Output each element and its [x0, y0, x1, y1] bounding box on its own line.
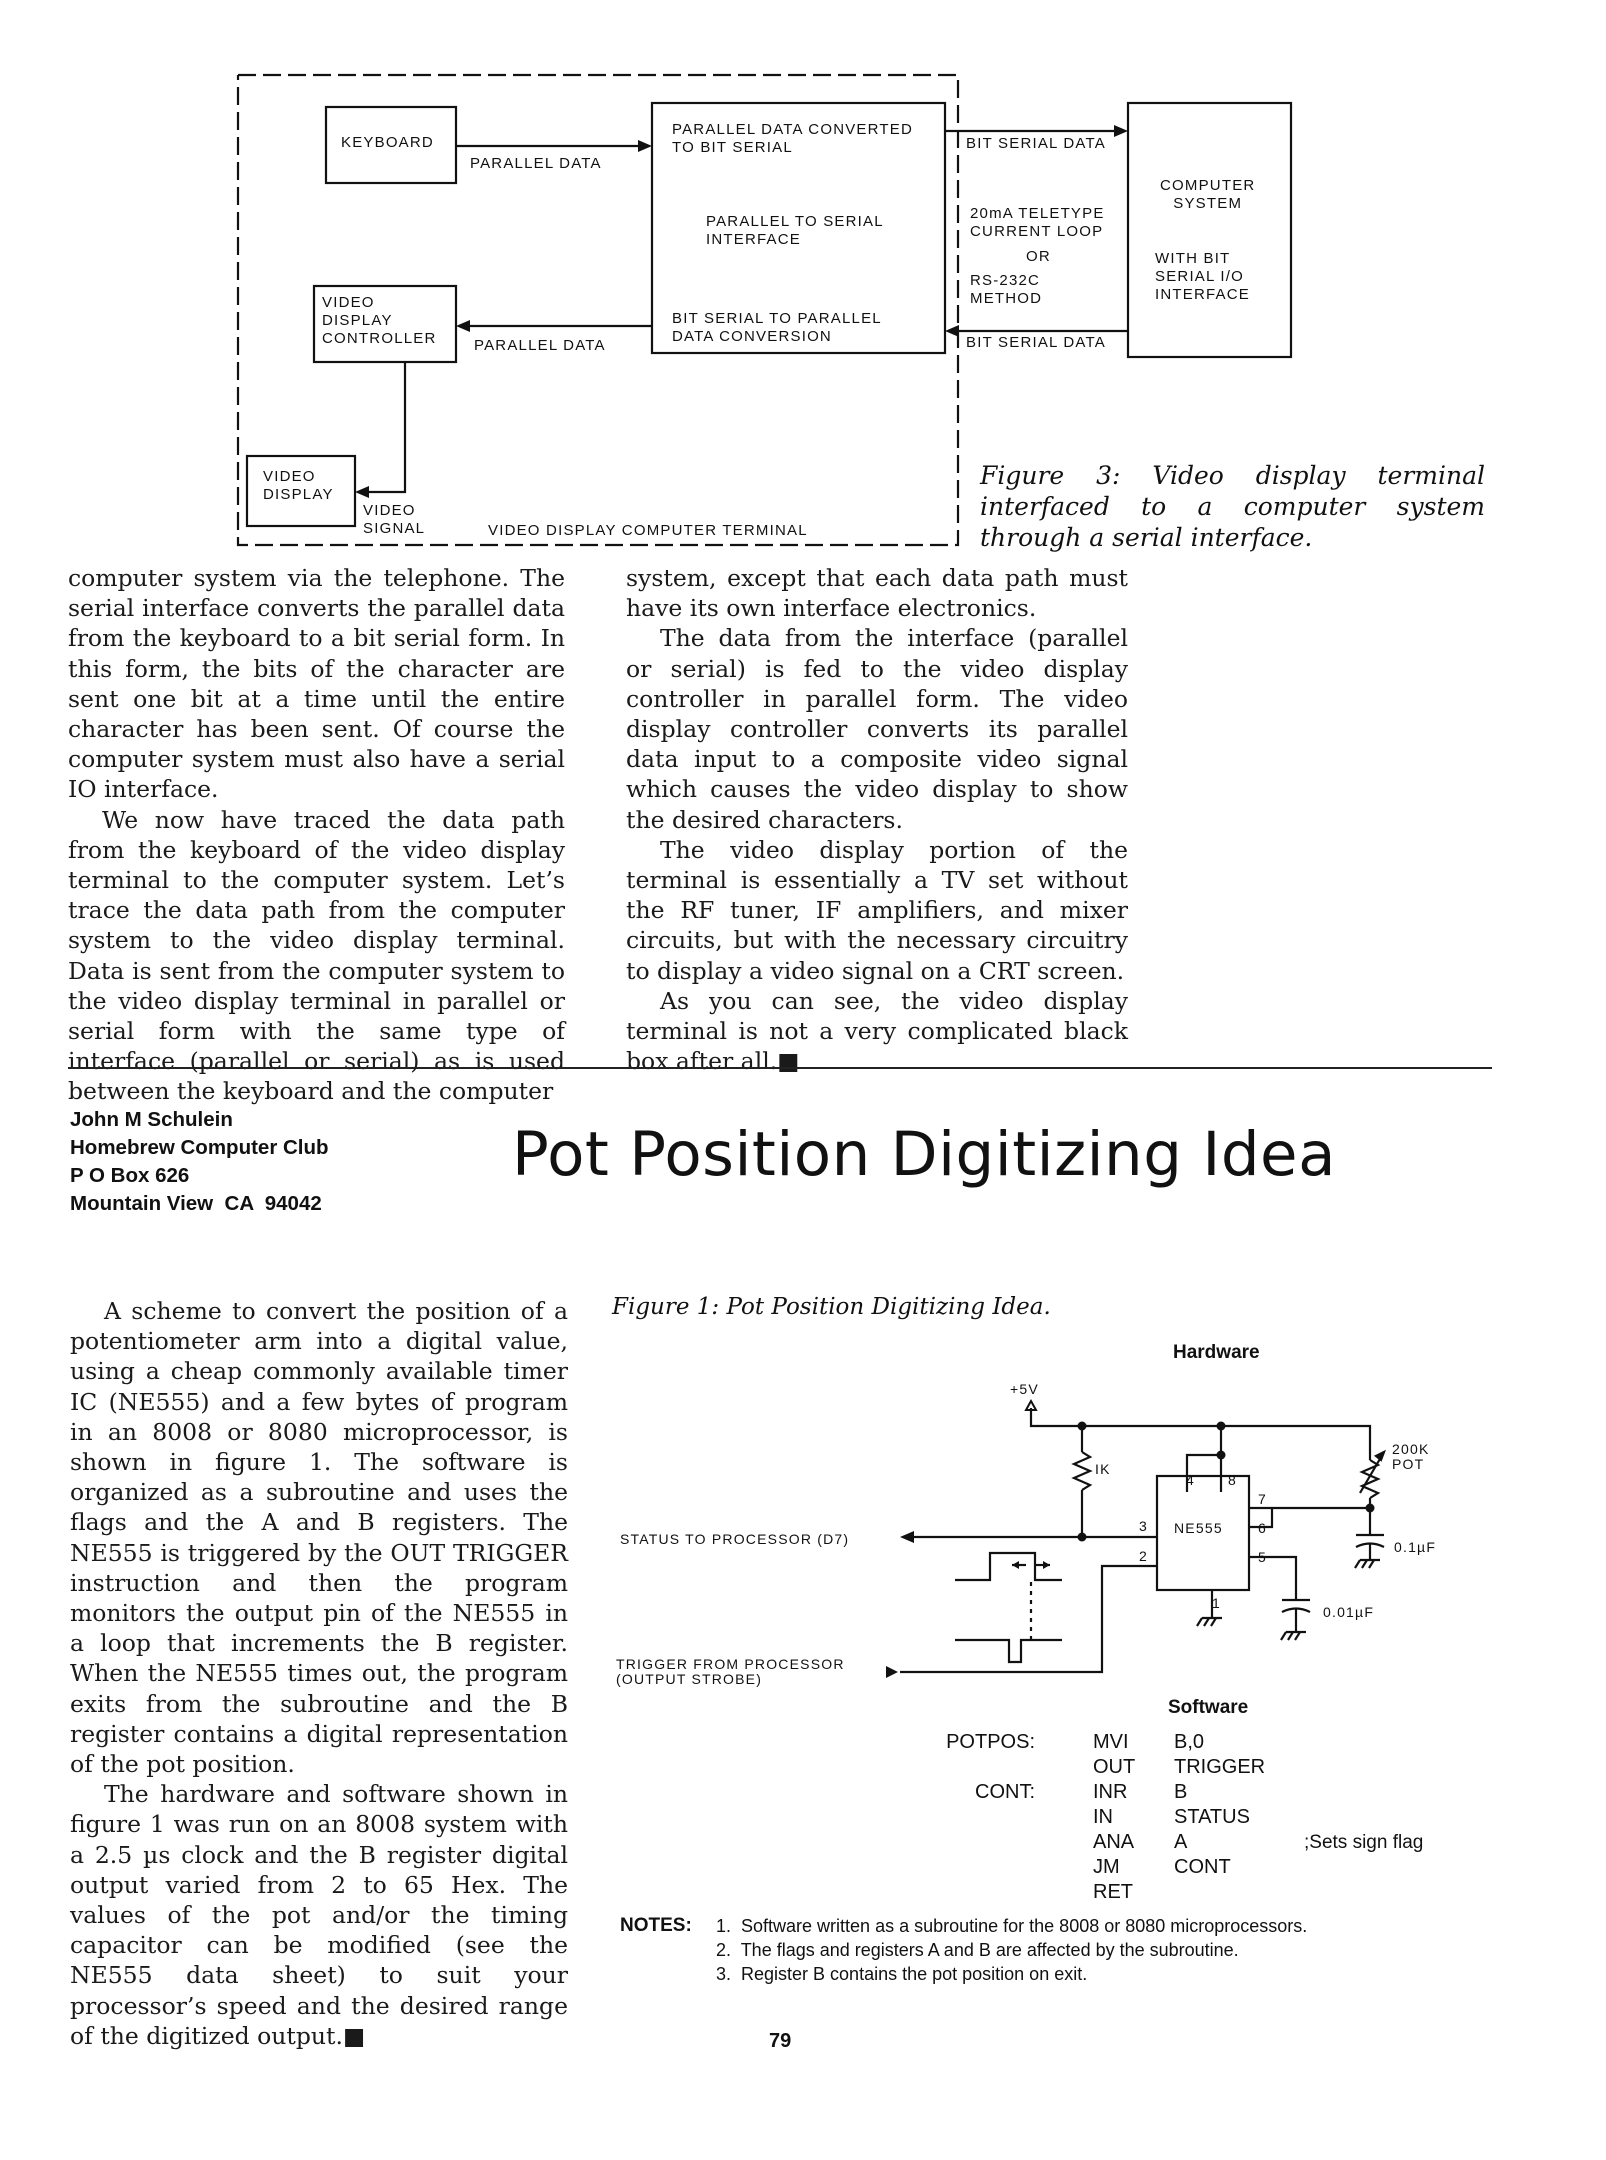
note-item: 2. The flags and registers A and B are a… [716, 1940, 1239, 1960]
figure3-diagram [236, 73, 1293, 547]
program-line: CONT: INR B [940, 1780, 1460, 1805]
asm-comment: ;Sets sign flag [1304, 1832, 1424, 1853]
cap1-label: 0.1µF [1394, 1539, 1437, 1555]
article1-column-1: computer system via the telephone. The s… [68, 563, 565, 1107]
author-city: Mountain View CA 94042 [70, 1192, 322, 1215]
figure1-caption: Figure 1: Pot Position Digitizing Idea. [612, 1294, 1051, 1320]
chip-label: NE555 [1174, 1520, 1223, 1536]
status-label: STATUS TO PROCESSOR (D7) [620, 1531, 850, 1547]
asm-arg: B [1174, 1781, 1188, 1803]
converter-bottom-label: BIT SERIAL TO PARALLEL DATA CONVERSION [672, 310, 882, 345]
pot-label: 200K POT [1392, 1441, 1430, 1472]
author-club: Homebrew Computer Club [70, 1136, 329, 1159]
program-line: IN STATUS [940, 1805, 1460, 1830]
paragraph: We now have traced the data path from th… [68, 805, 565, 1106]
hardware-heading: Hardware [1173, 1342, 1260, 1363]
paragraph: computer system via the telephone. The s… [68, 564, 565, 804]
notes-block: NOTES: 1. Software written as a subrouti… [620, 1914, 1480, 1986]
program-line: OUT TRIGGER [940, 1755, 1460, 1780]
pin-7: 7 [1258, 1491, 1267, 1507]
rs232-label: RS-232C METHOD [970, 272, 1043, 307]
note-item: 3. Register B contains the pot position … [716, 1964, 1088, 1984]
keyboard-label: KEYBOARD [341, 134, 434, 151]
asm-op: IN [1093, 1806, 1113, 1828]
video-signal-label: VIDEO SIGNAL [363, 502, 426, 537]
parallel-data-bottom-label: PARALLEL DATA [474, 337, 606, 354]
page-number: 79 [769, 2030, 792, 2052]
serial-io-label: WITH BIT SERIAL I/O INTERFACE [1155, 250, 1250, 303]
notes-label: NOTES: [620, 1915, 692, 1936]
parallel-data-top-label: PARALLEL DATA [470, 155, 602, 172]
asm-op: JM [1093, 1856, 1120, 1878]
pin-2: 2 [1139, 1548, 1148, 1564]
paragraph: The video display portion of the termina… [626, 835, 1128, 985]
asm-op: MVI [1093, 1731, 1129, 1753]
video-display-label: VIDEO DISPLAY [263, 468, 334, 503]
paragraph: system, except that each data path must … [626, 564, 1128, 623]
author-block: John M Schulein Homebrew Computer Club P… [70, 1106, 329, 1218]
asm-label: CONT: [975, 1781, 1035, 1803]
bit-serial-top-label: BIT SERIAL DATA [966, 135, 1106, 152]
pin-5: 5 [1258, 1549, 1267, 1565]
paragraph: The hardware and software shown in figur… [70, 1780, 568, 2050]
vcc-label: +5V [1010, 1381, 1039, 1397]
figure1-schematic [886, 1398, 1387, 1678]
paragraph: As you can see, the video display termin… [626, 986, 1128, 1076]
vdc-label: VIDEO DISPLAY CONTROLLER [322, 294, 437, 347]
asm-arg: A [1174, 1831, 1188, 1853]
pin-6: 6 [1258, 1520, 1267, 1536]
asm-op: RET [1093, 1881, 1133, 1903]
asm-arg: CONT [1174, 1856, 1231, 1878]
section-divider [68, 1067, 1492, 1069]
note-item: 1. Software written as a subroutine for … [716, 1916, 1308, 1936]
asm-op: ANA [1093, 1831, 1135, 1853]
asm-arg: TRIGGER [1174, 1756, 1266, 1778]
loop-method-label: 20mA TELETYPE CURRENT LOOP [970, 205, 1105, 240]
pin-8: 8 [1228, 1472, 1237, 1488]
figure3-caption: Figure 3: Video display terminal interfa… [980, 461, 1485, 552]
resistor-label: IK [1095, 1461, 1111, 1477]
asm-label: POTPOS: [946, 1731, 1035, 1753]
converter-top-label: PARALLEL DATA CONVERTED TO BIT SERIAL [672, 121, 913, 156]
software-heading: Software [1168, 1697, 1249, 1718]
article1-column-2: system, except that each data path must … [626, 563, 1128, 1076]
program-line: ANA A ;Sets sign flag [940, 1830, 1460, 1855]
asm-arg: B,0 [1174, 1731, 1205, 1753]
article2-column-1: A scheme to convert the position of a po… [70, 1296, 568, 2051]
terminal-label: VIDEO DISPLAY COMPUTER TERMINAL [488, 522, 808, 539]
bit-serial-bottom-label: BIT SERIAL DATA [966, 334, 1106, 351]
converter-mid-label: PARALLEL TO SERIAL INTERFACE [706, 213, 884, 248]
asm-op: OUT [1093, 1756, 1136, 1778]
program-line: POTPOS: MVI B,0 [940, 1730, 1460, 1755]
author-name: John M Schulein [70, 1108, 233, 1131]
computer-system-label: COMPUTER SYSTEM [1160, 177, 1256, 212]
pin-4: 4 [1186, 1472, 1195, 1488]
pin-1: 1 [1212, 1595, 1221, 1611]
article-title: Pot Position Digitizing Idea [512, 1119, 1336, 1190]
cap2-label: 0.01µF [1323, 1604, 1375, 1620]
pin-3: 3 [1139, 1518, 1148, 1534]
program-listing: POTPOS: MVI B,0 OUT TRIGGER CONT: INR B … [940, 1730, 1460, 1905]
asm-arg: STATUS [1174, 1806, 1250, 1828]
author-box: P O Box 626 [70, 1164, 190, 1187]
paragraph: The data from the interface (parallel or… [626, 624, 1128, 834]
program-line: JM CONT [940, 1855, 1460, 1880]
program-line: RET [940, 1880, 1460, 1905]
trigger-label: TRIGGER FROM PROCESSOR (OUTPUT STROBE) [616, 1656, 845, 1687]
asm-op: INR [1093, 1781, 1128, 1803]
or-label: OR [1026, 248, 1051, 265]
paragraph: A scheme to convert the position of a po… [70, 1297, 568, 1779]
